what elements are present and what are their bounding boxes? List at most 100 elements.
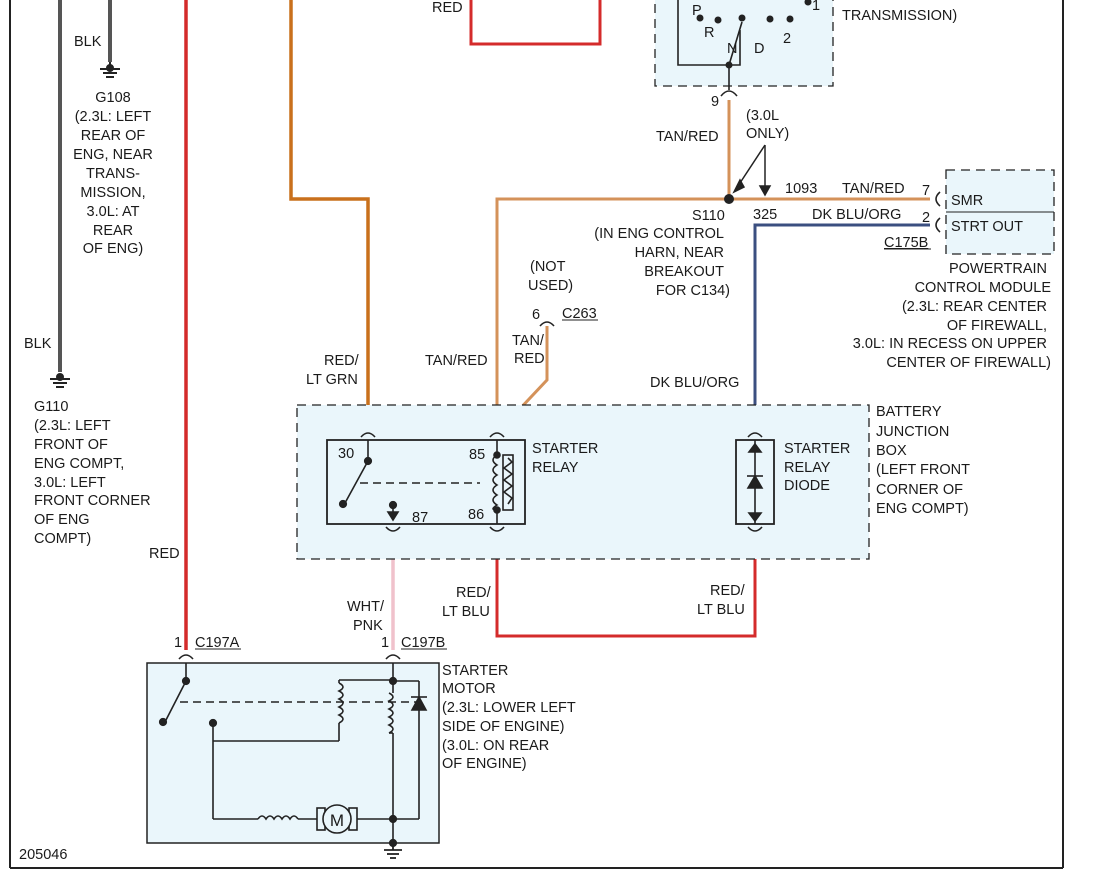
svg-text:FOR C134): FOR C134)	[656, 283, 730, 299]
g110-location: (2.3L: LEFT FRONT OF ENG COMPT, 3.0L: LE…	[34, 418, 151, 547]
svg-text:BATTERY: BATTERY	[876, 404, 942, 420]
wire-label-red-ltgrn-2: LT GRN	[306, 372, 358, 388]
svg-text:3.0L: IN RECESS ON UPPER: 3.0L: IN RECESS ON UPPER	[853, 336, 1047, 352]
relay-pin-85: 85	[469, 447, 485, 463]
wire-label-wht-pnk-2: PNK	[353, 618, 383, 634]
c263-note-line2: USED)	[528, 278, 573, 294]
splice-s110-dot	[724, 194, 734, 204]
svg-text:(3.0L: ON REAR: (3.0L: ON REAR	[442, 738, 549, 754]
svg-text:BOX: BOX	[876, 443, 907, 459]
svg-text:FRONT CORNER: FRONT CORNER	[34, 493, 151, 509]
splice-wire-tan-red: TAN/RED	[656, 129, 719, 145]
splice-location: (IN ENG CONTROL HARN, NEAR BREAKOUT FOR …	[594, 226, 730, 299]
circuit-1093: 1093	[785, 181, 817, 197]
wire-label-red: RED	[149, 546, 180, 562]
wire-dkblu-org	[753, 223, 930, 430]
c263-connector: C263	[562, 306, 597, 322]
g110-name: G110	[34, 399, 68, 415]
wire-label-red-ltblu-right-2: LT BLU	[697, 602, 745, 618]
c263-pin: 6	[532, 307, 540, 323]
motor-symbol	[316, 804, 358, 834]
svg-text:MISSION,: MISSION,	[80, 185, 145, 201]
transmission-switch-contacts	[696, 0, 812, 69]
switch-pos-d: D	[754, 41, 764, 57]
wire-label-dkblu-org: DK BLU/ORG	[650, 375, 739, 391]
splice-note-line1: (3.0L	[746, 108, 779, 124]
svg-text:3.0L: AT: 3.0L: AT	[87, 204, 140, 220]
svg-text:BREAKOUT: BREAKOUT	[644, 264, 724, 280]
transmission-suffix: TRANSMISSION)	[842, 8, 957, 24]
svg-text:CENTER OF FIREWALL): CENTER OF FIREWALL)	[886, 355, 1051, 371]
switch-pos-2: 2	[783, 31, 791, 47]
starter-relay	[326, 439, 526, 525]
g108-wire-label: BLK	[74, 34, 102, 50]
svg-text:REAR: REAR	[93, 223, 133, 239]
svg-text:ENG COMPT,: ENG COMPT,	[34, 456, 124, 472]
ground-g108-symbol	[100, 62, 120, 78]
pcm-pin-strt-out: STRT OUT	[951, 219, 1023, 235]
starter-pin-b: 1	[381, 635, 389, 651]
switch-pos-r: R	[704, 25, 714, 41]
relay-coil	[492, 440, 514, 524]
svg-text:(IN ENG CONTROL: (IN ENG CONTROL	[594, 226, 724, 242]
svg-text:FRONT OF: FRONT OF	[34, 437, 108, 453]
pcm-label: POWERTRAIN CONTROL MODULE (2.3L: REAR CE…	[853, 261, 1052, 371]
starter-diode-symbol	[410, 695, 428, 711]
splice-note-arrows	[732, 144, 772, 197]
switch-pos-n: N	[727, 41, 737, 57]
pcm-wire-tan-red: TAN/RED	[842, 181, 905, 197]
svg-text:REAR OF: REAR OF	[81, 128, 146, 144]
diagram-id: 205046	[19, 847, 67, 863]
relay-connectors	[360, 432, 763, 532]
svg-text:POWERTRAIN: POWERTRAIN	[949, 261, 1047, 277]
svg-text:STARTER: STARTER	[442, 663, 508, 679]
wire-red-top-fragment	[469, 0, 602, 46]
switch-pos-1: 1	[812, 0, 820, 14]
svg-text:TRANS-: TRANS-	[86, 166, 140, 182]
transmission-connector-9	[720, 90, 738, 97]
battery-junction-box-label: BATTERY JUNCTION BOX (LEFT FRONT CORNER …	[876, 404, 970, 517]
starter-relay-diode-label: STARTER RELAY DIODE	[784, 441, 850, 494]
relay-switch	[338, 440, 480, 522]
ground-g110-symbol	[50, 373, 70, 388]
svg-text:CONTROL MODULE: CONTROL MODULE	[915, 280, 1052, 296]
starter-relay-label-1: STARTER	[532, 441, 598, 457]
svg-text:COMPT): COMPT)	[34, 531, 91, 547]
transmission-switch-outline	[677, 0, 741, 66]
c263-wire-line1: TAN/	[512, 333, 545, 349]
wire-label-red-ltblu-right-1: RED/	[710, 583, 746, 599]
splice-name: S110	[692, 208, 725, 224]
svg-text:STARTER: STARTER	[784, 441, 850, 457]
svg-text:3.0L: LEFT: 3.0L: LEFT	[34, 475, 106, 491]
pin-9-label: 9	[711, 94, 719, 110]
relay-pin-30: 30	[338, 446, 354, 462]
g110-wire-label: BLK	[24, 336, 52, 352]
relay-pin-86: 86	[468, 507, 484, 523]
svg-text:(2.3L: LEFT: (2.3L: LEFT	[75, 109, 152, 125]
starter-connector-c197b: C197B	[401, 635, 445, 651]
svg-text:(2.3L: LEFT: (2.3L: LEFT	[34, 418, 111, 434]
svg-text:OF ENGINE): OF ENGINE)	[442, 756, 527, 772]
svg-text:(LEFT FRONT: (LEFT FRONT	[876, 462, 970, 478]
pcm-pin-7-connector	[935, 191, 941, 207]
pcm-pin-2: 2	[922, 210, 930, 226]
circuit-325: 325	[753, 207, 777, 223]
pcm-pin-smr: SMR	[951, 193, 983, 209]
starter-internal	[158, 663, 420, 848]
top-red-label: RED	[432, 0, 463, 16]
c263-pin-connector	[539, 321, 555, 327]
svg-text:SIDE OF ENGINE): SIDE OF ENGINE)	[442, 719, 564, 735]
g108-name: G108	[95, 90, 130, 106]
switch-pos-p: P	[692, 3, 702, 19]
svg-text:DIODE: DIODE	[784, 478, 830, 494]
svg-text:(2.3L: LOWER LEFT: (2.3L: LOWER LEFT	[442, 700, 576, 716]
c263-note-line1: (NOT	[530, 259, 566, 275]
svg-text:CORNER OF: CORNER OF	[876, 482, 963, 498]
pcm-connector-c175b: C175B	[884, 235, 928, 251]
diode-symbol	[746, 440, 764, 524]
transmission-switch-arm	[728, 21, 743, 66]
starter-pin-a: 1	[174, 635, 182, 651]
starter-relay-label-2: RELAY	[532, 460, 579, 476]
splice-note-line2: ONLY)	[746, 126, 789, 142]
